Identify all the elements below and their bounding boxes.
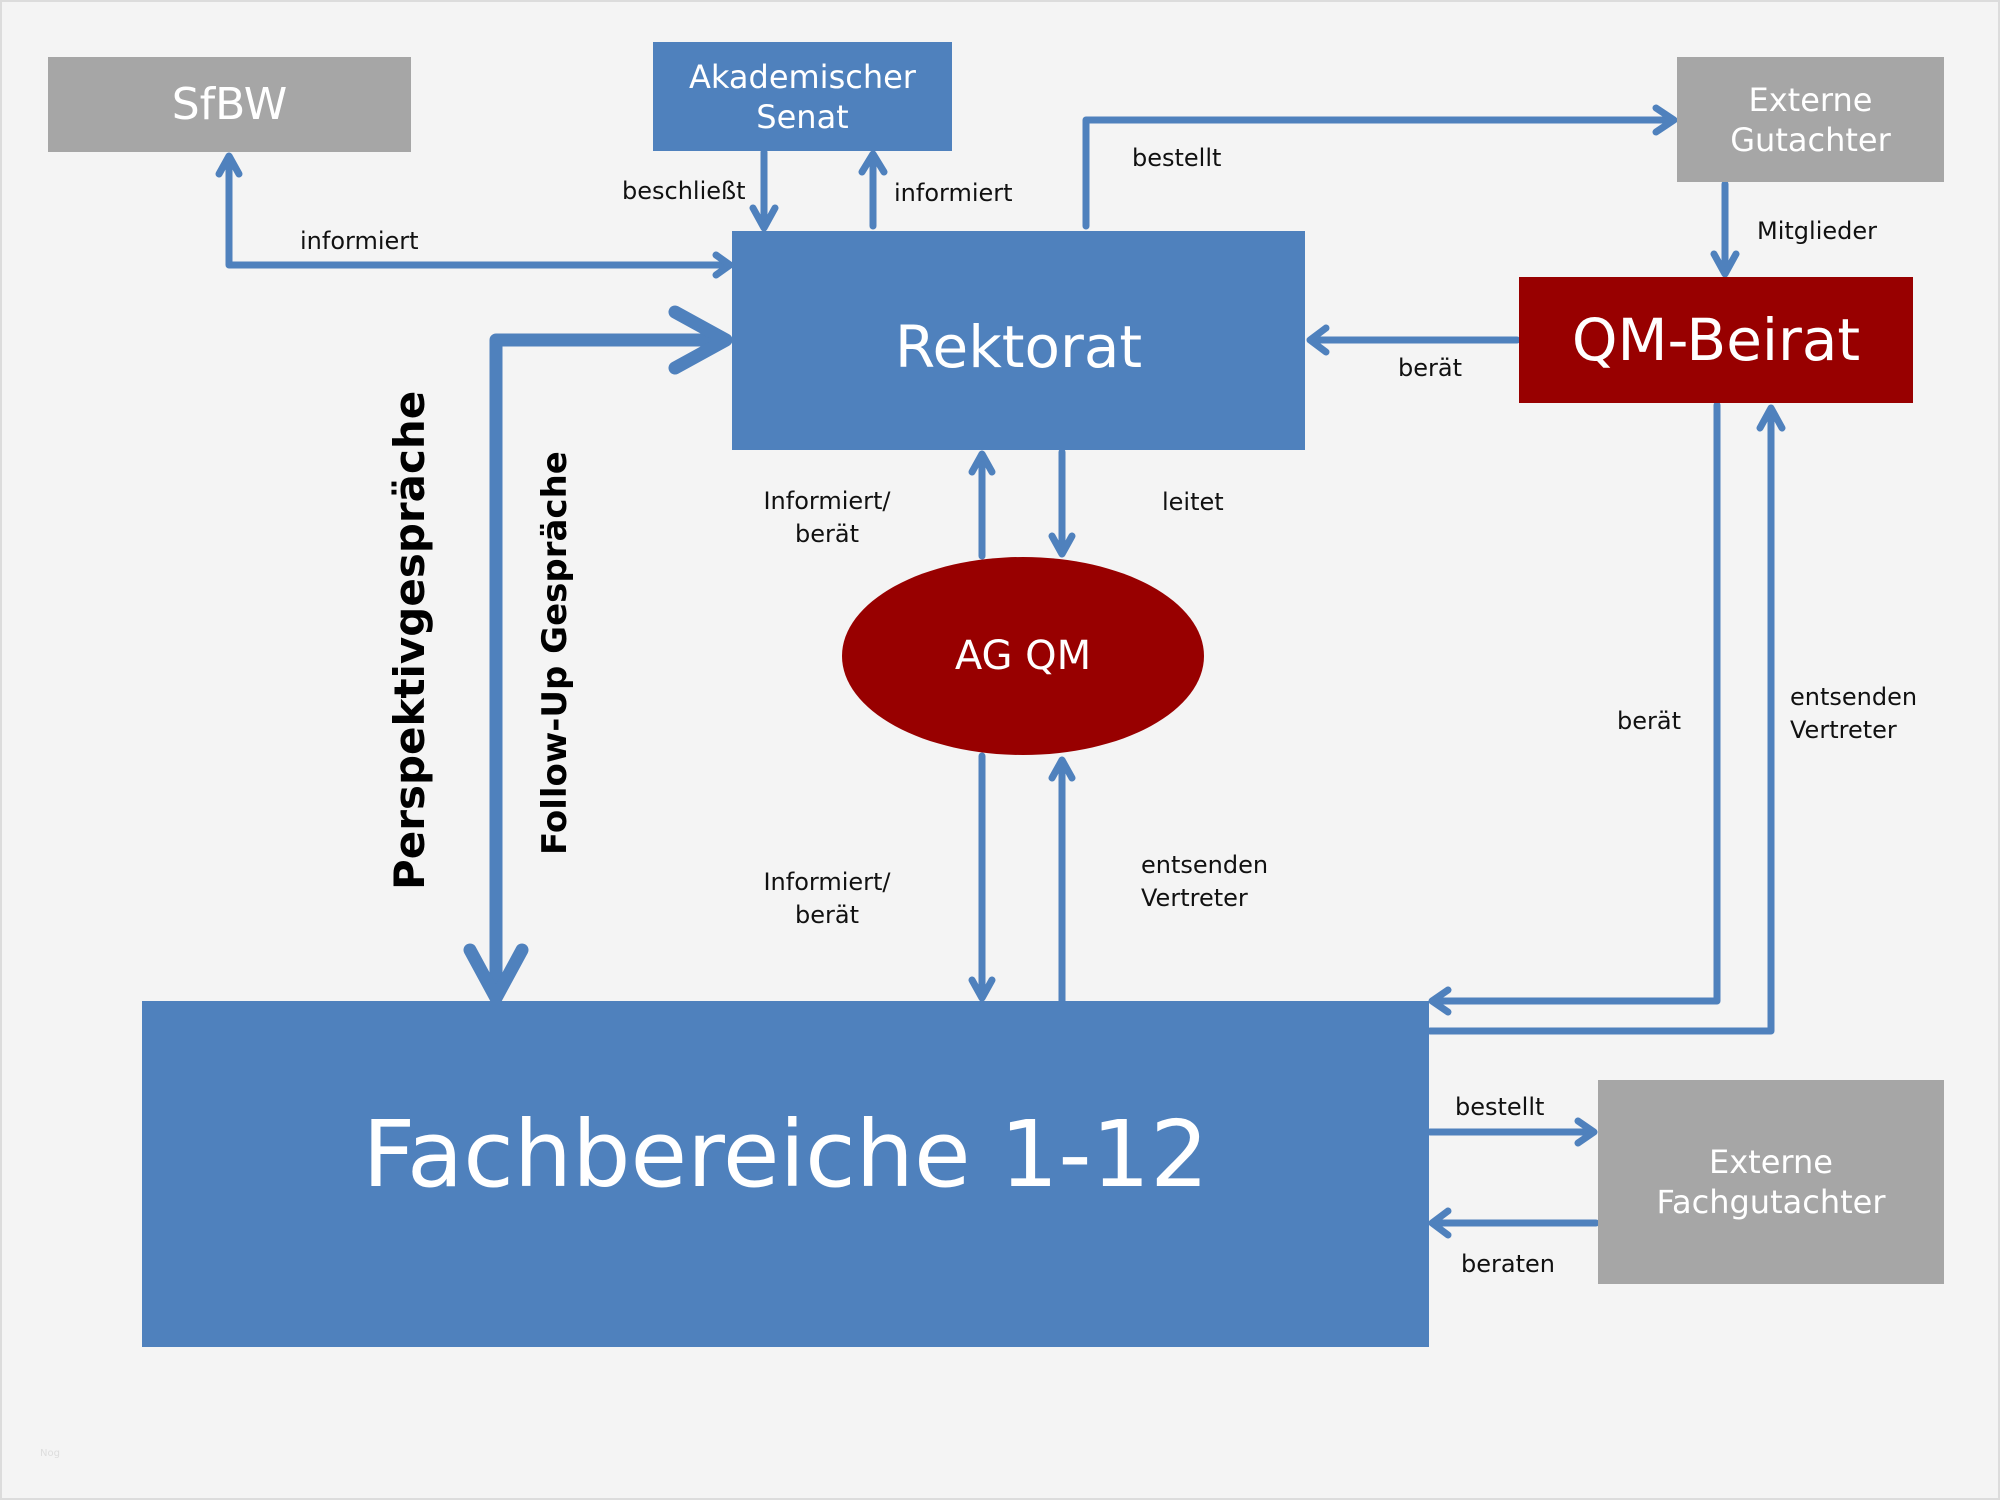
label-beirat-beraet-rektorat: berät (1398, 354, 1462, 382)
label-beirat-entsenden-line1: entsenden (1790, 683, 1918, 711)
label-fach-bestellt: bestellt (1455, 1093, 1545, 1121)
label-leitet: leitet (1162, 488, 1224, 516)
label-senat-beschliesst: beschließt (622, 177, 746, 205)
arrowhead-perspektiv-rektorat (668, 305, 733, 375)
arrowhead-fb-beirat (1756, 404, 1786, 432)
node-ag-qm-label: AG QM (954, 633, 1092, 679)
label-senat-informiert: informiert (894, 179, 1013, 207)
node-rektorat-label: Rektorat (894, 313, 1143, 381)
label-fb-entsenden-line1: entsenden (1141, 851, 1269, 879)
node-gutachter-line2: Gutachter (1730, 120, 1891, 159)
arrowhead-mitglieder (1710, 250, 1740, 278)
arrowhead-beirat-rektorat (1306, 324, 1330, 356)
arrowhead-gutachter (1652, 104, 1678, 136)
node-externe-fachgutachter: Externe Fachgutachter (1598, 1080, 1944, 1284)
node-fachbereiche: Fachbereiche 1-12 (142, 1001, 1429, 1347)
connector-sfbw-rektorat (225, 154, 732, 269)
label-follow-up-gespraeche: Follow-Up Gespräche (535, 451, 575, 855)
label-fach-beraten: beraten (1461, 1250, 1555, 1278)
node-fachbereiche-label: Fachbereiche 1-12 (362, 1100, 1209, 1208)
node-sfbw: SfBW (48, 57, 411, 152)
node-senat-line1: Akademischer (689, 57, 916, 96)
node-akademischer-senat: Akademischer Senat (653, 42, 952, 151)
watermark: Nog (40, 1448, 60, 1459)
label-ag-informiert-line1: Informiert/ (763, 487, 891, 515)
arrowhead-beirat-fb (1428, 986, 1452, 1016)
node-rektorat: Rektorat (732, 231, 1305, 450)
arrowhead-fb-down (968, 976, 996, 1002)
arrowhead-perspektiv-fb (463, 943, 529, 1005)
arrowhead-fach-beraten (1428, 1207, 1452, 1239)
node-externe-gutachter: Externe Gutachter (1677, 57, 1944, 182)
label-beirat-entsenden: entsenden Vertreter (1790, 681, 1917, 747)
node-ag-qm: AG QM (842, 557, 1204, 755)
arrowhead-ag-up (968, 450, 996, 476)
arrowhead-senat-informiert (858, 150, 888, 176)
connector-rektorat-gutachter (1082, 116, 1674, 230)
node-qm-beirat: QM-Beirat (1519, 277, 1913, 403)
arrowhead-rektorat-left-in (712, 251, 734, 279)
label-ag-informiert-line2: berät (795, 520, 859, 548)
node-sfbw-label: SfBW (171, 79, 288, 130)
arrowhead-fach-bestellt (1574, 1117, 1598, 1147)
label-beirat-beraet-fb: berät (1617, 707, 1681, 735)
arrowhead-beschliesst (749, 204, 779, 232)
label-beirat-entsenden-line2: Vertreter (1790, 716, 1897, 744)
arrowhead-leitet (1048, 532, 1076, 558)
label-sfbw-informiert: informiert (300, 227, 419, 255)
label-fb-entsenden-line2: Vertreter (1141, 884, 1248, 912)
label-fb-informiert-line2: berät (795, 901, 859, 929)
connector-fb-beirat (1426, 406, 1775, 1035)
label-fb-entsenden: entsenden Vertreter (1141, 849, 1268, 915)
label-gutachter-bestellt: bestellt (1132, 144, 1222, 172)
arrowhead-sfbw-up (215, 152, 243, 178)
node-fachgutachter-line1: Externe (1709, 1143, 1833, 1181)
arrowhead-ag-from-fb (1048, 756, 1076, 782)
node-senat-line2: Senat (756, 97, 849, 136)
connector-beirat-fb (1430, 401, 1721, 1005)
label-fb-informiert: Informiert/ berät (763, 866, 891, 932)
node-gutachter-line1: Externe (1748, 80, 1873, 119)
connector-perspektiv (489, 333, 729, 1002)
label-perspektivgespraeche: Perspektivgespräche (385, 390, 434, 890)
label-ag-informiert: Informiert/ berät (763, 485, 891, 551)
label-fb-informiert-line1: Informiert/ (763, 868, 891, 896)
node-qm-beirat-label: QM-Beirat (1571, 305, 1861, 374)
node-fachgutachter-line2: Fachgutachter (1656, 1183, 1886, 1221)
label-mitglieder: Mitglieder (1757, 217, 1877, 245)
